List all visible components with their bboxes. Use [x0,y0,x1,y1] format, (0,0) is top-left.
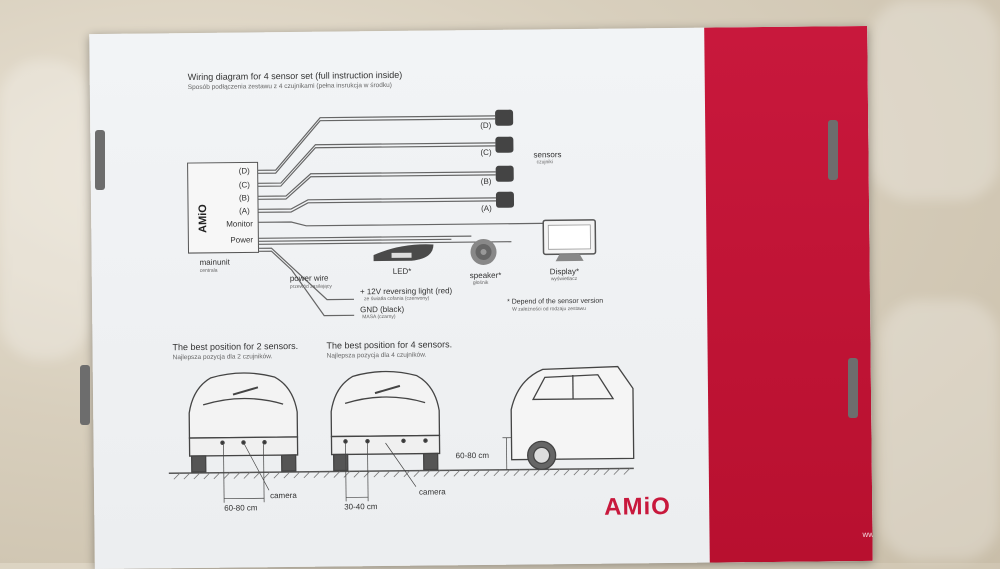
sensor-label: (C) [480,148,492,157]
power-wire-label: power wire [290,274,329,283]
port-label: (B) [239,193,250,202]
reversing-sub: ze światła cofania (czerwony) [364,296,430,303]
mainunit-sub: centrala [200,268,218,274]
sensor-label: (A) [481,204,492,213]
sensors-label: sensors [533,150,561,159]
sensors-sub: czujniki [537,159,553,165]
speaker-icon: speaker* głośnik [469,239,501,286]
sensor-d: (D) [480,110,513,130]
car-rear-four-sensors [331,371,440,502]
box-tab [95,130,105,190]
note-sub: W zależności od rodzaju zestawu [512,306,586,313]
product-box: Wiring diagram for 4 sensor set (full in… [89,26,873,569]
box-tab [828,120,838,180]
two-sensor-sub: Najlepsza pozycja dla 2 czujników. [173,353,273,361]
camera-label: camera [270,491,297,500]
four-sensor-sub: Najlepsza pozycja dla 4 czujników. [327,352,427,360]
four-sensor-title: The best position for 4 sensors. [326,339,452,350]
port-label: Power [230,235,253,244]
display-monitor-icon: Display* wyświetlacz [543,220,596,283]
display-label: Display* [550,267,579,276]
power-wire-sub: przewód zasilający [290,284,333,290]
amio-logo: AMiO [604,493,671,521]
led-label: LED* [393,267,412,276]
speaker-sub: głośnik [473,280,489,286]
car-rear-two-sensors [189,372,298,503]
port-label: (D) [239,166,251,175]
fabric-fold [0,60,90,360]
fabric-fold [880,300,1000,560]
two-sensor-title: The best position for 2 sensors. [172,341,298,352]
four-distance-label: 30-40 cm [344,502,378,511]
sensor-label: (D) [480,121,492,130]
main-unit: AMiO (D) (C) (B) (A) Monitor Power mainu… [188,162,259,274]
camera-label: camera [419,487,446,496]
sensor-a: (A) [481,192,514,213]
ground [169,468,634,479]
gnd-sub: MASA (czarny) [362,314,396,320]
diagram-subtitle: Sposób podłączenia zestawu z 4 czujnikam… [188,82,392,91]
height-label: 60-80 cm [456,451,490,460]
box-tab [80,365,90,425]
display-sub: wyświetlacz [551,276,578,282]
gnd-label: GND (black) [360,305,404,314]
box-artwork: Wiring diagram for 4 sensor set (full in… [89,26,873,569]
sensor-c: (C) [480,137,513,157]
mainunit-label: mainunit [200,258,231,267]
main-unit-brand: AMiO [197,204,209,233]
car-side [502,366,634,469]
website-url: www.amio.pl [862,530,872,539]
fabric-fold [870,0,1000,200]
box-tab [848,358,858,418]
note-label: * Depend of the sensor version [507,298,603,306]
two-distance-label: 60-80 cm [224,503,258,512]
port-label: (A) [239,206,250,215]
sensor-b: (B) [481,166,514,186]
port-label: Monitor [226,219,253,228]
sensor-label: (B) [481,177,492,186]
port-label: (C) [239,180,251,189]
speaker-label: speaker* [470,271,502,280]
diagram-title: Wiring diagram for 4 sensor set (full in… [188,70,403,82]
led-display: LED* [373,244,433,276]
reversing-label: + 12V reversing light (red) [360,286,453,296]
